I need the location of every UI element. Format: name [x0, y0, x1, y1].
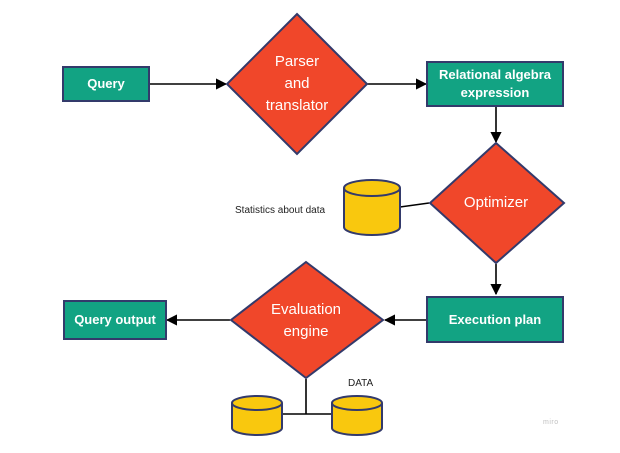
data-database-icon-right — [331, 395, 383, 436]
query-output-box: Query output — [63, 300, 167, 340]
query-box: Query — [62, 66, 150, 102]
optimizer-label: Optimizer — [463, 194, 529, 212]
connector-statistics-to-optimizer — [399, 202, 430, 208]
optimizer-diamond — [428, 141, 566, 265]
miro-watermark: miro — [543, 419, 559, 426]
data-label: DATA — [348, 378, 374, 389]
parser-diamond — [225, 12, 369, 156]
evaluation-label: Evaluation engine — [270, 301, 342, 340]
evaluation-diamond — [229, 260, 385, 380]
data-database-icon-left — [231, 395, 283, 436]
parser-label: Parser and translator — [265, 53, 329, 114]
execution-plan-box: Execution plan — [426, 296, 564, 343]
statistics-database-icon — [343, 179, 401, 236]
statistics-label: Statistics about data — [235, 205, 326, 216]
relational-algebra-box: Relational algebra expression — [426, 61, 564, 107]
